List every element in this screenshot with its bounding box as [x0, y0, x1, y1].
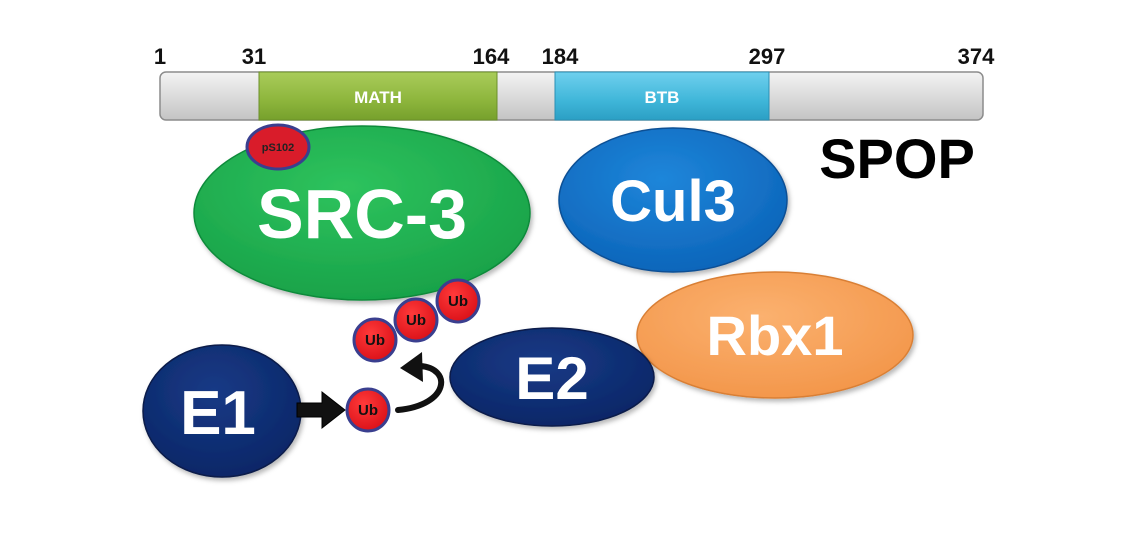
- cul3-label: Cul3: [610, 169, 736, 234]
- position-label-btb-start: 184: [542, 44, 579, 69]
- e2-node: [449, 327, 655, 427]
- position-label-math-end: 164: [473, 44, 510, 69]
- ubiquitin-single-label: Ub: [358, 402, 378, 419]
- position-label-btb-end: 297: [749, 44, 786, 69]
- phospho-site: [245, 123, 311, 171]
- position-label-math-start: 31: [242, 44, 266, 69]
- btb-domain-label: BTB: [645, 88, 680, 107]
- position-label-end: 374: [958, 44, 995, 69]
- ubiquitin-chain-2: [393, 297, 439, 343]
- ubiquitin-chain-3-label: Ub: [448, 293, 468, 310]
- btb-domain: [554, 71, 770, 121]
- e1-label: E1: [180, 379, 256, 448]
- cul3-node: [558, 127, 788, 273]
- transfer-arrow: [296, 390, 346, 430]
- phospho-site-label: pS102: [262, 142, 294, 154]
- ubiquitin-chain-2-label: Ub: [406, 312, 426, 329]
- src3-label: SRC-3: [257, 175, 467, 253]
- protein-title: SPOP: [819, 127, 975, 190]
- position-label-start: 1: [154, 44, 166, 69]
- ubiquitin-single: [345, 387, 391, 433]
- protein-bar-group: MATH BTB 1 31 164 184 297 374: [154, 44, 995, 121]
- ubiquitin-chain-1-label: Ub: [365, 332, 385, 349]
- math-domain: [258, 71, 498, 121]
- ubiquitin-chain-1: [352, 317, 398, 363]
- ubiquitin-chain-3: [435, 278, 481, 324]
- math-domain-label: MATH: [354, 88, 402, 107]
- rbx1-node: [636, 271, 914, 399]
- e2-label: E2: [515, 345, 588, 412]
- rbx1-label: Rbx1: [707, 304, 844, 367]
- ubiquitin-transfer-curve-arrow: [395, 352, 445, 413]
